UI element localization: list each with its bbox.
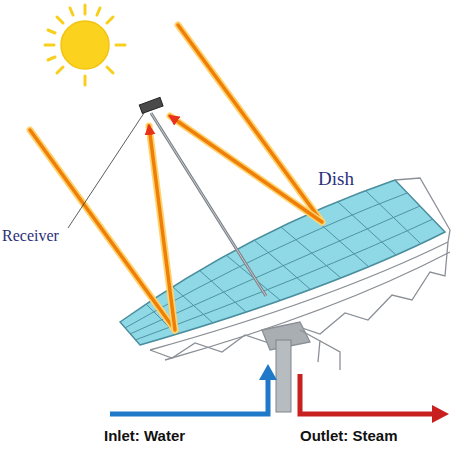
reflected-ray: [170, 116, 322, 222]
leader-line: [68, 113, 144, 228]
sun-ray: [45, 44, 54, 47]
sun-ray: [48, 57, 55, 60]
sun-ray: [57, 67, 63, 73]
sun-ray: [116, 44, 125, 47]
sun-ray: [84, 76, 87, 85]
flow-label: Outlet: Steam: [300, 427, 398, 445]
water-inlet-pipe: [110, 364, 277, 414]
grid-line: [366, 191, 421, 244]
sun-ray: [107, 67, 113, 73]
incoming-ray: [178, 25, 322, 222]
sun-disc: [61, 21, 109, 69]
sun-icon: [45, 5, 125, 85]
sun-ray: [97, 8, 100, 15]
grid-line: [338, 202, 396, 255]
grid-line: [199, 270, 246, 312]
outlet-arrow: [300, 374, 434, 414]
sun-ray: [84, 5, 87, 14]
incoming-ray: [178, 25, 322, 222]
sun-ray: [107, 17, 113, 23]
reflected-ray: [149, 126, 175, 330]
inlet-arrow: [110, 378, 268, 414]
inlet-arrowhead: [259, 364, 277, 380]
receiver-unit: [139, 97, 163, 113]
pedestal: [276, 340, 291, 412]
steam-outlet-pipe: [300, 374, 449, 423]
flow-label: Inlet: Water: [104, 427, 185, 445]
grid-line: [135, 219, 433, 340]
sun-ray: [70, 8, 73, 15]
outlet-arrowhead: [432, 405, 449, 423]
part-label: Dish: [318, 168, 354, 191]
frame-strut: [300, 330, 340, 370]
sun-ray: [48, 30, 55, 33]
grid-line: [254, 240, 311, 290]
sun-ray: [57, 17, 63, 23]
grid-line: [173, 287, 213, 323]
reflected-ray: [170, 116, 322, 222]
reflected-ray: [149, 126, 175, 330]
sun-rays: [30, 25, 322, 330]
part-label: Receiver: [2, 226, 59, 245]
